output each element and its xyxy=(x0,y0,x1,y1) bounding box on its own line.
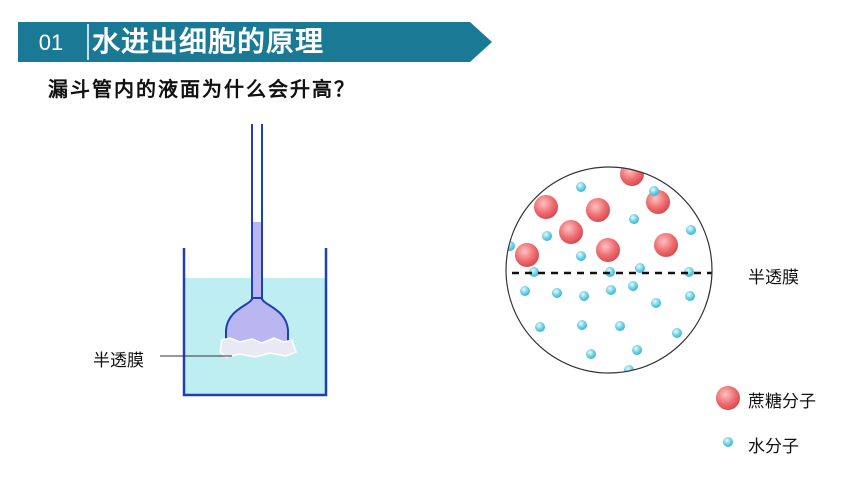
sucrose-molecule xyxy=(515,243,539,267)
zoom-membrane-label: 半透膜 xyxy=(748,268,799,288)
water-molecule xyxy=(686,225,696,235)
number-badge xyxy=(18,22,88,62)
question-text: 漏斗管内的液面为什么会升高？ xyxy=(48,77,356,101)
water-molecule xyxy=(535,322,545,332)
sucrose-molecule xyxy=(596,238,620,262)
water-molecule xyxy=(542,231,552,241)
water-molecule xyxy=(684,267,694,277)
water-molecule xyxy=(651,298,661,308)
funnel xyxy=(219,124,297,358)
water-molecule xyxy=(529,267,539,277)
water-molecule xyxy=(576,182,586,192)
water-molecule xyxy=(672,328,682,338)
molecule-zoom-view xyxy=(505,166,713,374)
water-molecule xyxy=(552,288,562,298)
water-molecule xyxy=(629,214,639,224)
sucrose-molecule xyxy=(620,167,644,186)
sucrose-molecule xyxy=(654,233,678,257)
water-molecule xyxy=(606,285,616,295)
header-banner xyxy=(18,22,492,62)
water-molecule xyxy=(635,263,645,273)
water-molecule xyxy=(520,286,530,296)
water-molecule xyxy=(685,291,695,301)
water-molecule xyxy=(579,291,589,301)
water-molecule xyxy=(632,345,642,355)
page-title: 水进出细胞的原理 xyxy=(92,25,325,58)
water-molecule xyxy=(586,349,596,359)
sucrose-molecule xyxy=(646,190,670,214)
beaker-wall xyxy=(182,248,328,397)
legend-sucrose-icon xyxy=(716,386,740,410)
section-number: 01 xyxy=(38,30,64,55)
membrane-wrap xyxy=(219,337,297,358)
sucrose-molecule xyxy=(586,198,610,222)
water-molecule xyxy=(628,281,638,291)
zoom-circle-outline xyxy=(505,166,713,374)
water-molecule xyxy=(649,186,659,196)
beaker-membrane-label: 半透膜 xyxy=(93,351,144,371)
water-molecule xyxy=(577,320,587,330)
sucrose-molecule xyxy=(559,220,583,244)
water-molecule xyxy=(576,251,586,261)
water-molecule xyxy=(615,321,625,331)
title-bar xyxy=(18,22,492,62)
sucrose-molecule xyxy=(534,195,558,219)
legend-sucrose-label: 蔗糖分子 xyxy=(748,392,816,412)
legend-water-icon xyxy=(723,437,733,447)
legend-water-label: 水分子 xyxy=(748,437,799,457)
